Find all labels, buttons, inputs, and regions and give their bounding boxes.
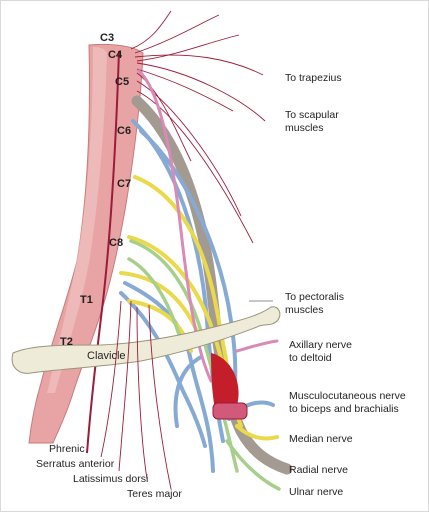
upper-root-branches (130, 10, 266, 244)
level-label-c7: C7 (117, 178, 131, 190)
level-label-c4: C4 (108, 49, 123, 61)
label-to-trapezius: To trapezius (285, 72, 342, 84)
label-latissimus-dorsi: Latissimus dorsi (73, 473, 148, 485)
label-musculocutaneous-line2: to biceps and brachialis (289, 403, 399, 415)
level-label-t2: T2 (60, 336, 73, 348)
label-phrenic: Phrenic (49, 443, 85, 455)
clavicle (11, 306, 281, 374)
level-label-c5: C5 (115, 76, 129, 88)
phrenic-nerve-trunk (86, 50, 120, 454)
spinal-column-highlight (47, 47, 107, 393)
label-to-scapular-line1: To scapular (285, 109, 339, 121)
label-axillary-line1: Axillary nerve (289, 339, 352, 351)
level-label-t1: T1 (80, 294, 93, 306)
label-ulnar-nerve: Ulnar nerve (289, 486, 343, 498)
label-serratus-anterior: Serratus anterior (36, 458, 115, 470)
level-label-c6: C6 (117, 125, 131, 137)
level-label-c3: C3 (100, 32, 114, 44)
clavicle-label: Clavicle (87, 350, 126, 362)
label-radial-nerve: Radial nerve (289, 464, 348, 476)
label-to-scapular-line2: muscles (285, 122, 324, 134)
label-to-pectoralis-line1: To pectoralis (285, 291, 344, 303)
label-teres-major: Teres major (127, 488, 182, 500)
artery-band (212, 402, 248, 420)
level-label-c8: C8 (109, 237, 123, 249)
lower-red-branches (100, 300, 172, 490)
label-to-pectoralis-line2: muscles (285, 304, 324, 316)
label-axillary-line2: to deltoid (289, 352, 332, 364)
label-median-nerve: Median nerve (289, 433, 353, 445)
label-musculocutaneous-line1: Musculocutaneous nerve (289, 390, 406, 402)
